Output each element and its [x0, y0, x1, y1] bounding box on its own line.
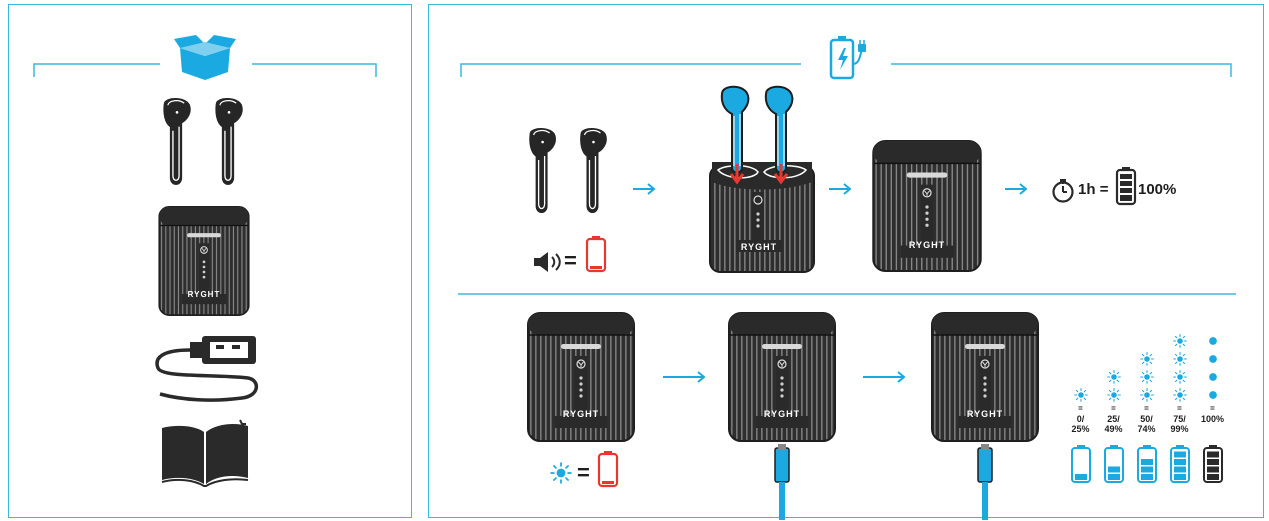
led-sun-icon [1140, 370, 1154, 384]
battery-level-icon [1070, 445, 1091, 483]
led-sun-icon [1140, 388, 1154, 402]
battery-level-icon [1202, 445, 1223, 483]
low-battery-earbuds [529, 127, 607, 214]
contents-header-line [33, 63, 377, 77]
earbuds-icon [163, 97, 243, 185]
arrow-icon [863, 371, 906, 383]
case-brand-logo: RYGHT [562, 409, 600, 419]
led-equals: = [577, 460, 590, 485]
usb-cable-icon [155, 336, 258, 402]
charge-time-label: 1h = [1078, 181, 1108, 198]
level-range-label: 50/ 74% [1137, 414, 1156, 434]
case-with-cable-icon [728, 312, 836, 520]
speaker-equals: = [564, 248, 577, 273]
battery-level-3: =75/ 99% [1163, 330, 1196, 490]
charging-header-line [460, 63, 1232, 77]
battery-level-0: =0/ 25% [1064, 330, 1097, 490]
arrow-icon [633, 183, 656, 195]
speaker-icon [534, 252, 561, 272]
charge-time-equals: = [1099, 181, 1109, 198]
battery-level-icon [1169, 445, 1190, 483]
charged-case-with-cable-icon [931, 312, 1039, 520]
low-battery-icon [585, 236, 607, 273]
low-battery-case-icon [527, 312, 635, 442]
led-sun-icon [1173, 352, 1187, 366]
case-low-battery-icon [597, 451, 619, 488]
charging-case-icon [158, 206, 250, 316]
stopwatch-icon [1052, 179, 1074, 203]
level-equals: = [1177, 404, 1182, 413]
led-dot-icon [1208, 391, 1217, 399]
led-sun-icon [1107, 388, 1121, 402]
battery-level-icon [1103, 445, 1124, 483]
section-divider [458, 293, 1236, 295]
led-dot-icon [1208, 355, 1217, 363]
led-sun-icon [1173, 370, 1187, 384]
level-range-label: 25/ 49% [1104, 414, 1123, 434]
level-equals: = [1210, 404, 1215, 413]
earbuds-into-case-icon: RYGHT [709, 85, 815, 273]
case-brand-logo: RYGHT [741, 242, 777, 252]
level-equals: = [1144, 404, 1149, 413]
led-sun-icon [1140, 352, 1154, 366]
led-dot-icon [1208, 373, 1217, 381]
battery-level-1: =25/ 49% [1097, 330, 1130, 490]
power-bank-plug-icon [829, 36, 866, 80]
led-sun-icon [1074, 388, 1088, 402]
led-dot-icon [1208, 337, 1217, 345]
level-range-label: 100% [1200, 414, 1225, 424]
charge-result: 100% [1138, 181, 1177, 198]
level-range-label: 0/ 25% [1071, 414, 1090, 434]
manual-book-icon [161, 419, 249, 487]
battery-level-legend: =0/ 25%=25/ 49%=50/ 74%=75/ 99%=100% [1064, 330, 1234, 490]
led-sun-icon [1173, 388, 1187, 402]
level-equals: = [1078, 404, 1083, 413]
open-box-icon [174, 35, 236, 80]
charging-panel [428, 4, 1264, 518]
charge-duration: 1h [1078, 181, 1096, 198]
led-sun-icon [550, 462, 572, 484]
case-brand-logo: RYGHT [966, 409, 1004, 419]
battery-level-icon [1136, 445, 1157, 483]
case-brand-logo: RYGHT [763, 409, 801, 419]
arrow-icon [829, 183, 852, 195]
led-sun-icon [1173, 334, 1187, 348]
level-range-label: 75/ 99% [1170, 414, 1189, 434]
full-battery-icon [1115, 167, 1137, 206]
battery-level-4: =100% [1196, 330, 1229, 490]
arrow-icon [1005, 183, 1028, 195]
led-sun-icon [1107, 370, 1121, 384]
battery-level-2: =50/ 74% [1130, 330, 1163, 490]
case-brand-logo: RYGHT [908, 240, 946, 250]
level-equals: = [1111, 404, 1116, 413]
closed-case-icon [872, 140, 982, 272]
case-brand-logo: RYGHT [187, 290, 221, 299]
arrow-icon [663, 371, 706, 383]
contents-panel [8, 4, 412, 518]
